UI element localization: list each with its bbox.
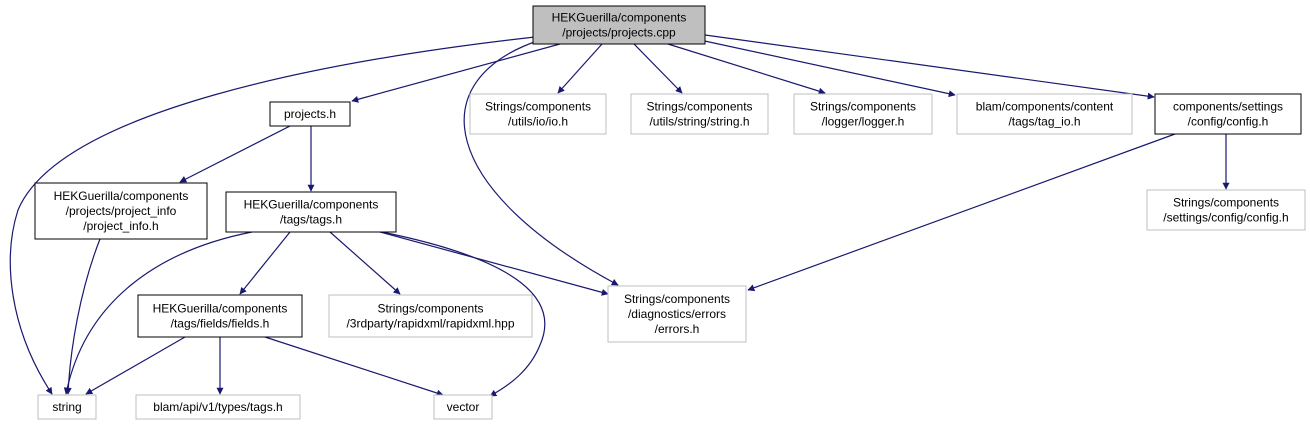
edge-root-to-logger-h [667,43,826,95]
node-label-line: /diagnostics/errors [628,307,726,321]
node-label-line: HEKGuerilla/components [153,302,288,316]
node-label-line: blam/api/v1/types/tags.h [153,400,282,414]
edge-root-to-tag-io-h [699,39,956,98]
node-label-line: Strings/components [485,100,591,114]
edge-tags-h-to-vector [381,231,546,397]
edge-fields-h-to-string [85,336,186,395]
edge-root-to-projects-h [351,43,561,103]
node-string-h: Strings/components/utils/string/string.h [630,93,769,135]
edge-tags-h-to-string [63,231,253,395]
node-vector: vector [433,394,493,420]
node-logger-h: Strings/components/logger/logger.h [793,93,933,135]
node-blam-tags-h: blam/api/v1/types/tags.h [135,394,301,420]
node-label-line: Strings/components [624,292,730,306]
node-label-line: Strings/components [810,100,916,114]
node-label-line: /tags/tags.h [280,213,342,227]
node-label-line: blam/components/content [976,100,1114,114]
node-box [225,191,397,233]
node-label-line: Strings/components [377,302,483,316]
node-box [135,394,301,420]
node-strings-config-h: Strings/components/settings/config/confi… [1146,189,1306,231]
edge-fields-h-to-vector [264,336,444,397]
node-label-line: /3rdparty/rapidxml/rapidxml.hpp [346,317,514,331]
edge-root-to-string [9,36,536,395]
node-label-line: /tags/tag_io.h [1008,115,1080,129]
node-tags-h[interactable]: HEKGuerilla/components/tags/tags.h [225,191,397,233]
edge-config-h-to-errors-h [747,133,1176,292]
node-label-line: vector [447,400,480,414]
node-box [793,93,933,135]
edge-tags-h-to-rapidxml [329,231,401,295]
edge-tags-h-to-fields-h [239,231,291,295]
edge-tags-h-to-errors-h [379,231,609,296]
node-box [607,285,747,343]
node-label-line: HEKGuerilla/components [244,198,379,212]
edge-projects-h-to-project-info [179,125,291,183]
edge-root-to-errors-h [463,39,619,286]
node-label-line: /utils/string/string.h [649,115,749,129]
node-box [1146,189,1306,231]
node-label-line: /utils/io/io.h [508,115,568,129]
node-label-line: /settings/config/config.h [1163,211,1288,225]
node-label-line: Strings/components [646,100,752,114]
edge-root-to-string-h [633,43,683,94]
edge-root-to-io-h [557,43,603,94]
node-label-line: HEKGuerilla/components [54,189,189,203]
node-label-line: /config/config.h [1188,115,1269,129]
edge-root-to-config-h [704,34,1155,100]
node-rapidxml-hpp: Strings/components/3rdparty/rapidxml/rap… [328,294,533,338]
node-tag-io-h: blam/components/content/tags/tag_io.h [956,93,1133,135]
node-label-line: /projects/project_info [66,204,177,218]
node-label-line: /errors.h [655,322,700,336]
node-label-line: projects.h [284,107,336,121]
dependency-edges [9,34,1230,397]
node-box [469,93,607,135]
node-box [433,394,493,420]
node-box [34,182,208,240]
node-fields-h[interactable]: HEKGuerilla/components/tags/fields/field… [137,294,303,338]
node-box [328,294,533,338]
node-label-line: HEKGuerilla/components [552,11,687,25]
node-label-line: /projects/projects.cpp [562,26,676,40]
node-label-line: /project_info.h [83,219,158,233]
node-project-info-h[interactable]: HEKGuerilla/components/projects/project_… [34,182,208,240]
node-io-h: Strings/components/utils/io/io.h [469,93,607,135]
node-label-line: /tags/fields/fields.h [171,317,270,331]
node-box [956,93,1133,135]
node-label-line: Strings/components [1173,196,1279,210]
node-string: string [37,394,97,420]
node-label-line: components/settings [1173,100,1283,114]
node-projects-h[interactable]: projects.h [269,101,351,127]
node-box [630,93,769,135]
node-box [269,101,351,127]
node-label-line: /logger/logger.h [822,115,905,129]
node-config-h[interactable]: components/settings/config/config.h [1154,93,1302,135]
edge-project-info-to-string [64,238,101,395]
node-box [137,294,303,338]
node-box [1154,93,1302,135]
node-box [37,394,97,420]
node-errors-h: Strings/components/diagnostics/errors/er… [607,285,747,343]
node-root[interactable]: HEKGuerilla/components/projects/projects… [532,5,706,45]
node-box [532,5,706,45]
file-nodes: HEKGuerilla/components/projects/projects… [34,5,1306,420]
node-label-line: string [52,400,81,414]
